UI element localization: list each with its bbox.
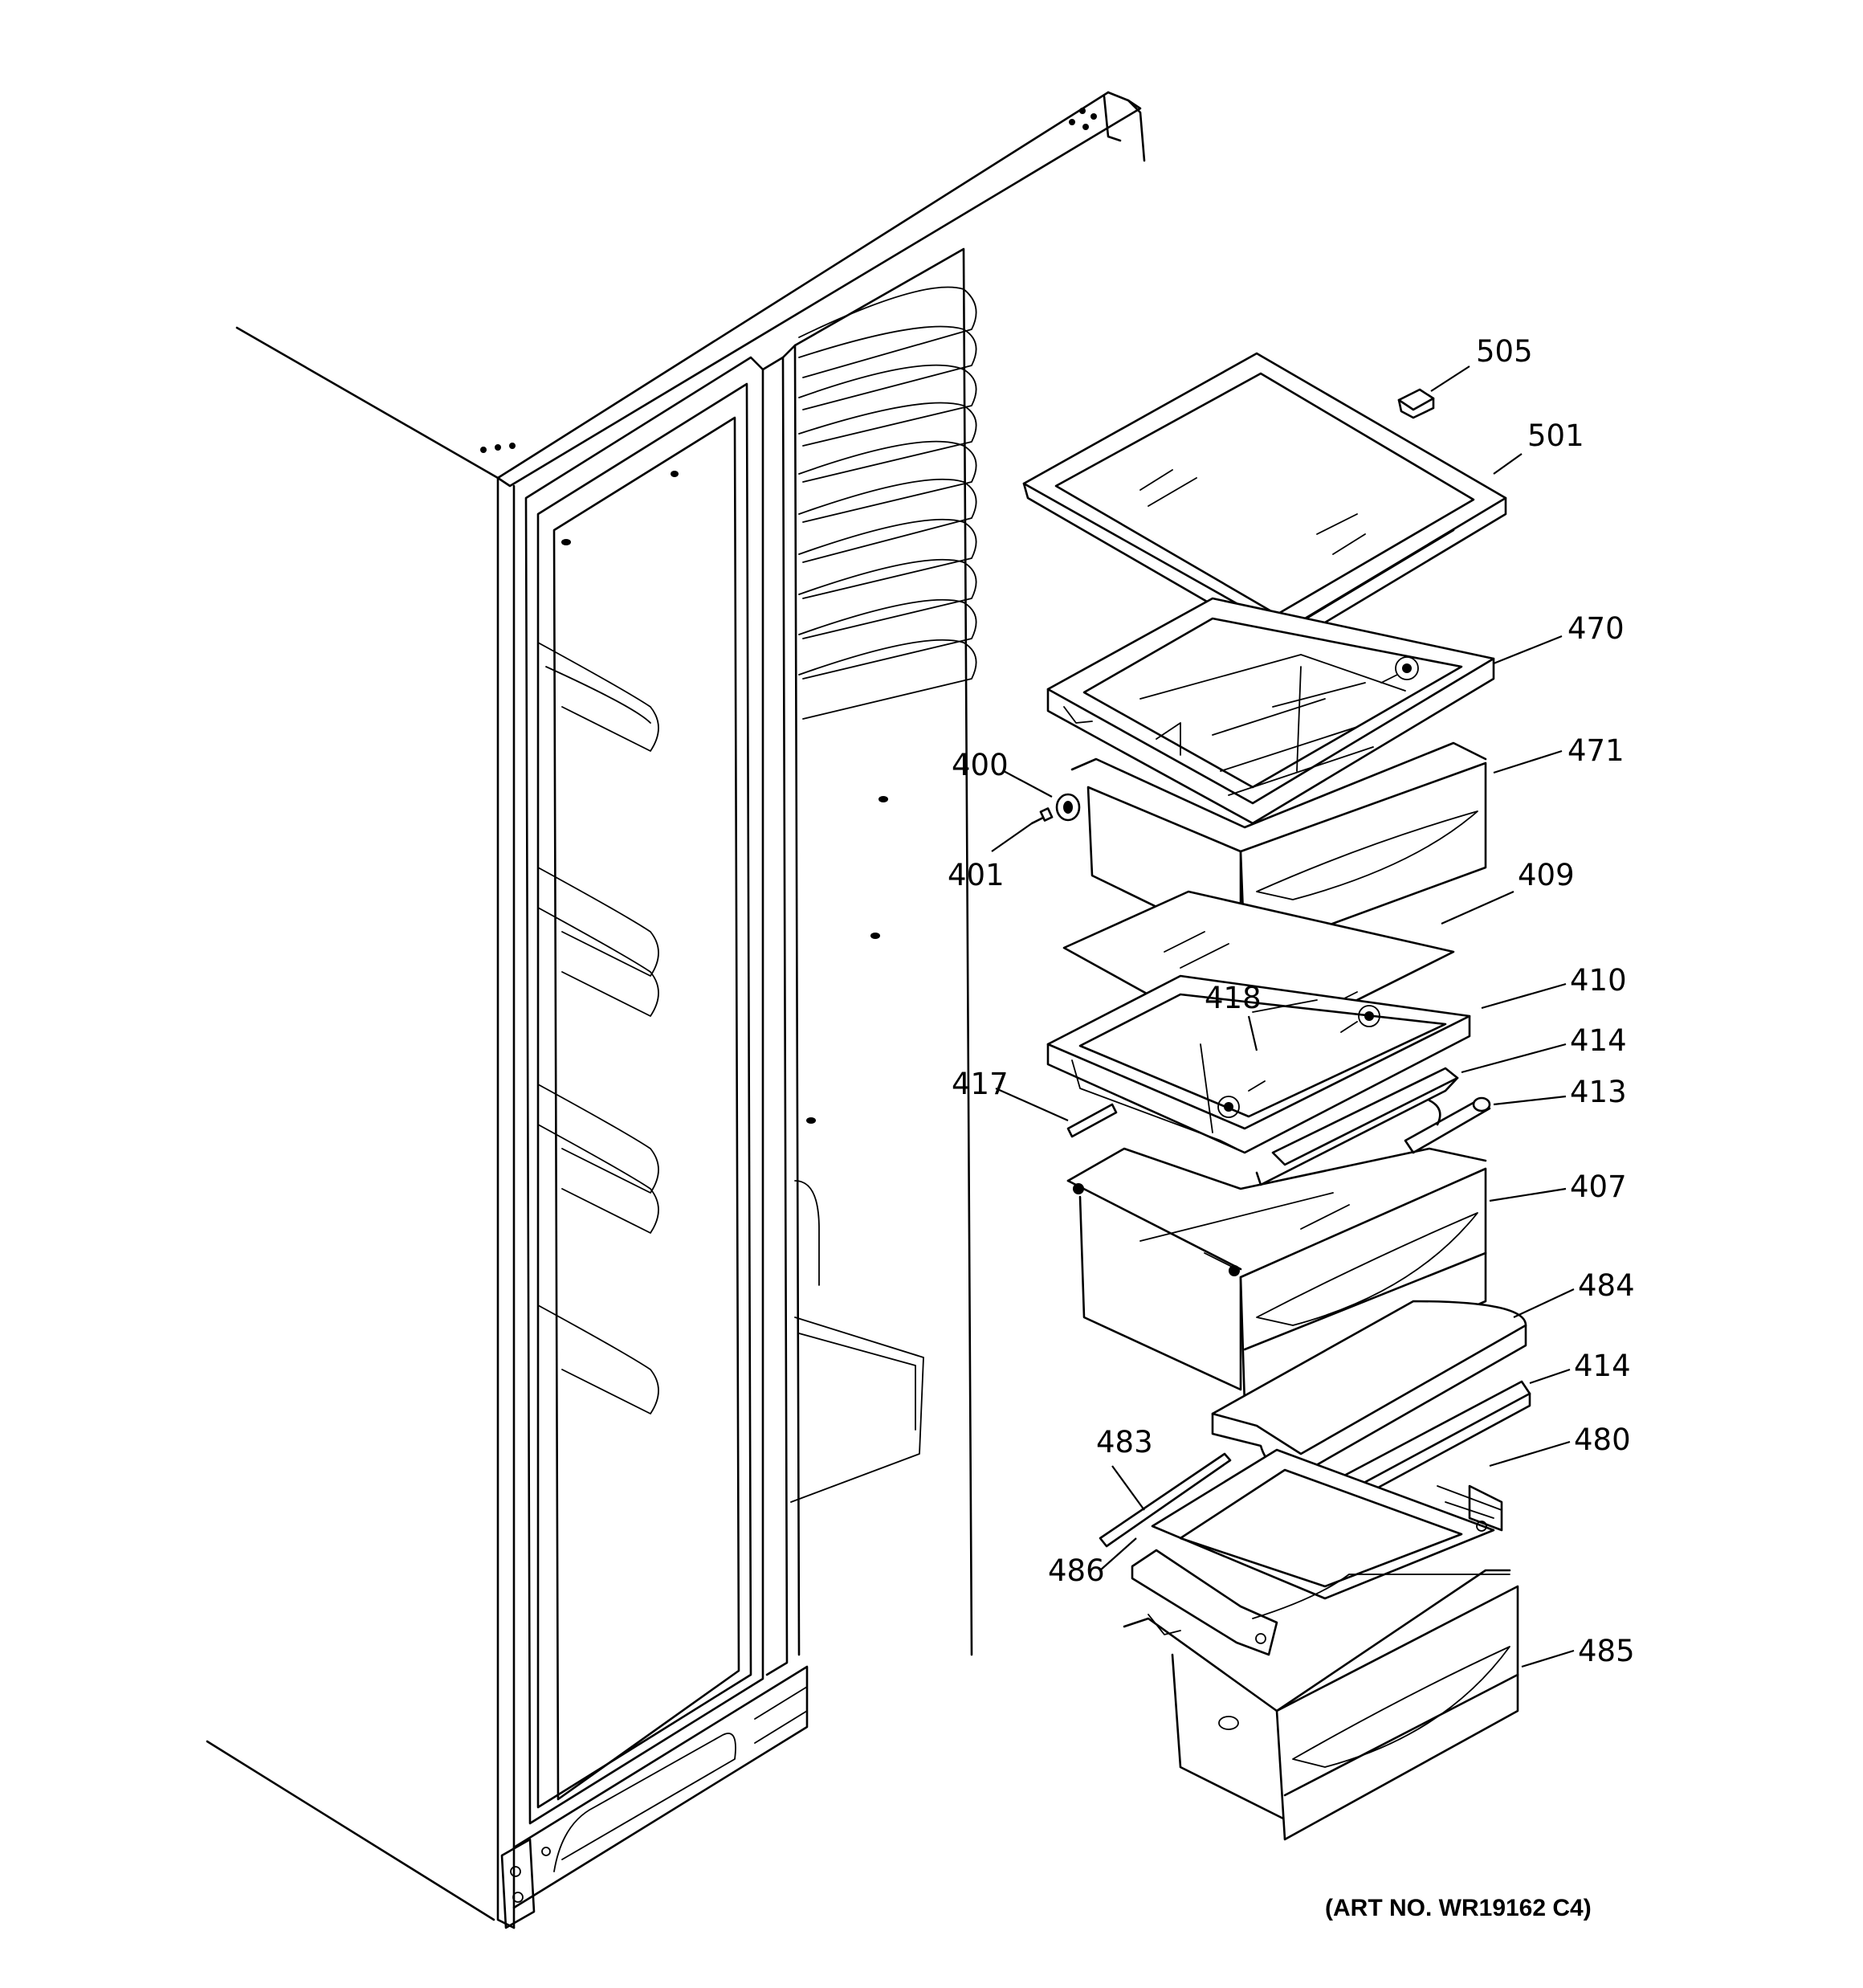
callout-484: 484 (1578, 1268, 1635, 1303)
rod-413 (1404, 1096, 1491, 1154)
callout-417: 417 (952, 1067, 1009, 1101)
slide-assembly-480 (1151, 1448, 1503, 1600)
refrigerator-cabinet (206, 91, 1146, 1929)
callout-485: 485 (1578, 1634, 1635, 1668)
screw-401 (1030, 807, 1054, 825)
pan-407 (1066, 1147, 1487, 1407)
callout-505: 505 (1476, 334, 1533, 369)
callout-400: 400 (952, 748, 1009, 782)
rod-483 (1099, 1452, 1232, 1548)
callout-471: 471 (1567, 733, 1625, 768)
pan-frame-470 (1046, 597, 1495, 825)
callout-414-upper: 414 (1570, 1023, 1627, 1058)
callout-401: 401 (948, 858, 1005, 892)
callout-486: 486 (1048, 1553, 1105, 1588)
pan-485 (1123, 1569, 1519, 1841)
callout-470: 470 (1567, 611, 1625, 646)
callout-labels: 505 501 470 471 400 401 409 410 418 414 … (948, 334, 1635, 1668)
rail-486 (1131, 1549, 1278, 1656)
pan-frame-410 (1046, 974, 1471, 1154)
glass-shelf-501 (1022, 352, 1507, 648)
callout-501: 501 (1527, 418, 1584, 453)
callout-410: 410 (1570, 963, 1627, 998)
roller-400 (1055, 793, 1081, 822)
callout-418: 418 (1205, 981, 1262, 1015)
rail-414-upper (1255, 1067, 1459, 1186)
leader-lines (991, 365, 1575, 1668)
callout-407: 407 (1570, 1170, 1627, 1204)
callout-480: 480 (1574, 1423, 1631, 1457)
callout-413: 413 (1570, 1075, 1627, 1109)
callout-414-lower: 414 (1574, 1349, 1631, 1383)
art-number: (ART NO. WR19162 C4) (1325, 1895, 1592, 1921)
callout-483: 483 (1096, 1425, 1153, 1459)
callout-409: 409 (1518, 858, 1575, 892)
rod-417 (1066, 1103, 1118, 1138)
